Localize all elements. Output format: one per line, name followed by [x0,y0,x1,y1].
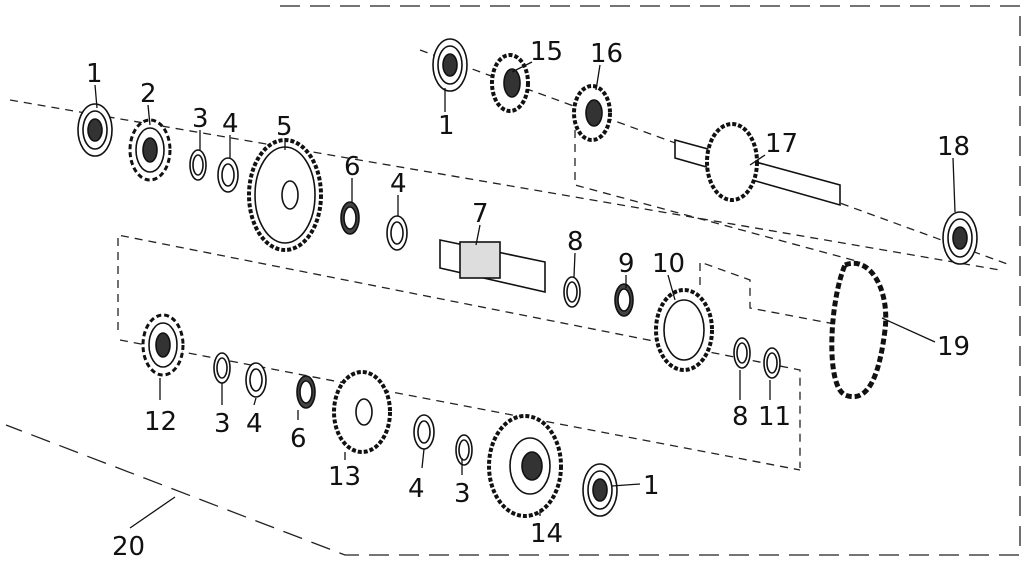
needle-bearing-6-low [296,375,316,409]
callout-19: 19 [937,332,970,362]
callout-7: 7 [472,199,489,229]
bearing-1-top [432,38,468,92]
callout-1-bottom: 1 [643,471,660,501]
callout-labels: 1 2 3 4 5 6 4 7 8 9 10 8 11 1 15 16 17 1… [86,37,970,561]
needle-bearing-9 [614,283,634,317]
bearing-1-bottom [582,463,618,517]
callout-1-top: 1 [438,111,455,141]
washer-4-low [245,362,267,398]
callout-18: 18 [937,132,970,162]
callout-2: 2 [140,79,157,109]
needle-bearing-6-top [340,201,360,235]
washer-4-mid [386,215,408,251]
callout-16: 16 [590,39,623,69]
callout-14: 14 [530,519,563,549]
chain-19 [829,260,889,400]
gear-2 [128,118,172,182]
callout-13: 13 [328,462,361,492]
circlip-11 [763,347,781,379]
callout-12: 12 [144,407,177,437]
callout-17: 17 [765,129,798,159]
gear-16 [572,84,612,142]
callout-10: 10 [652,249,685,279]
callout-6-low: 6 [290,424,307,454]
bearing-1-left [77,103,113,157]
callout-1-left: 1 [86,59,103,89]
callout-3-bottom: 3 [454,479,471,509]
callout-4-bottom: 4 [408,474,425,504]
callout-6-top: 6 [344,152,361,182]
callout-8-top: 8 [567,227,584,257]
output-shaft-17 [674,122,841,207]
circlip-3-low [213,352,231,384]
callout-9: 9 [618,249,635,279]
callout-11: 11 [758,402,791,432]
gear-14 [487,414,563,518]
gear-10 [654,288,714,372]
callout-4-mid: 4 [390,169,407,199]
callout-3-top: 3 [192,104,209,134]
callout-8-bottom: 8 [732,402,749,432]
washer-4-bottom [413,414,435,450]
callout-20: 20 [112,532,145,561]
callout-4-top: 4 [222,109,239,139]
circlip-8-top [563,276,581,308]
callout-15: 15 [530,37,563,67]
callout-4-low: 4 [246,409,263,439]
circlip-3-top [189,149,207,181]
leader-lines [94,61,956,529]
circlip-3-bottom [455,434,473,466]
gear-13 [332,370,392,454]
gear-15 [490,53,530,113]
callout-3-low: 3 [214,409,231,439]
gear-5 [247,138,323,252]
mainshaft-7 [439,239,546,294]
gear-12 [141,313,185,377]
bearing-18 [942,211,978,265]
washer-4-top [217,157,239,193]
callout-5: 5 [276,112,293,142]
circlip-8-bottom [733,337,751,369]
